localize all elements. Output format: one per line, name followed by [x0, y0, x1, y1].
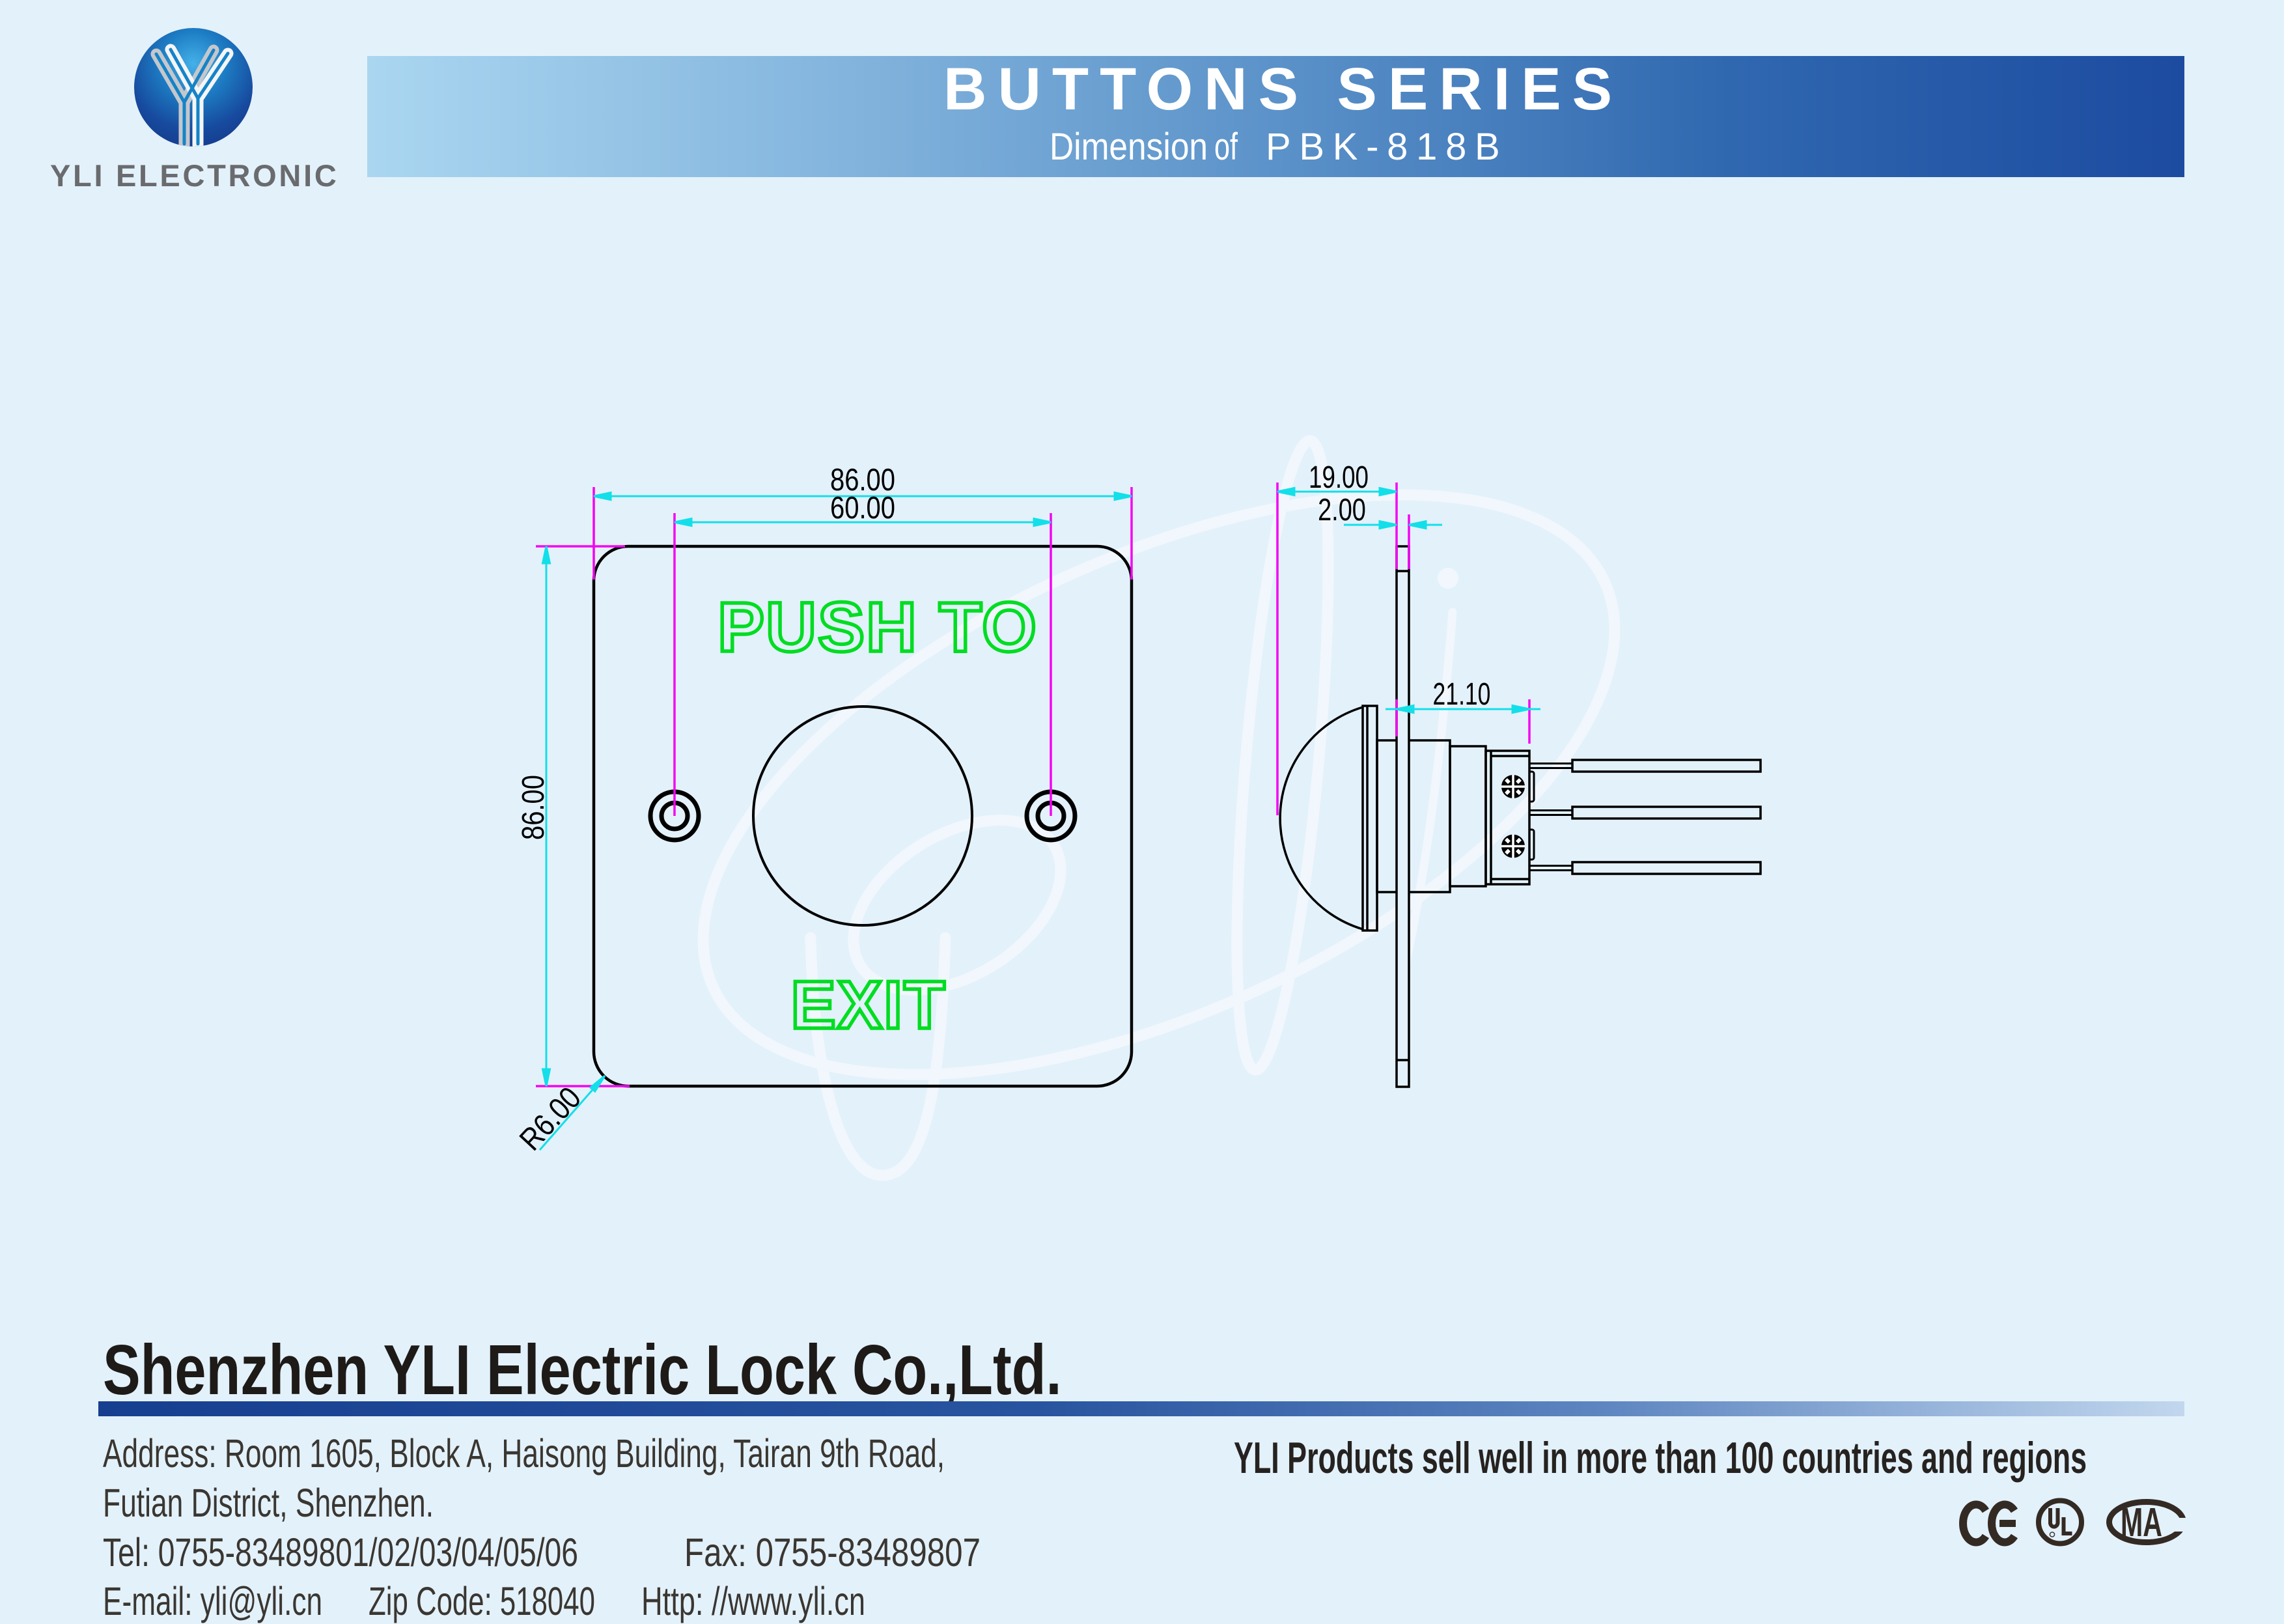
- svg-text:86.00: 86.00: [830, 463, 895, 497]
- svg-text:MA: MA: [2121, 1500, 2162, 1545]
- svg-text:R6.00: R6.00: [512, 1080, 588, 1157]
- svg-text:21.10: 21.10: [1433, 677, 1491, 711]
- svg-text:2.00: 2.00: [1318, 493, 1366, 527]
- svg-text:19.00: 19.00: [1309, 460, 1369, 495]
- svg-text:PUSH TO: PUSH TO: [717, 587, 1038, 666]
- svg-text:60.00: 60.00: [830, 491, 895, 525]
- svg-text:EXIT: EXIT: [790, 968, 946, 1043]
- svg-text:86.00: 86.00: [516, 775, 551, 840]
